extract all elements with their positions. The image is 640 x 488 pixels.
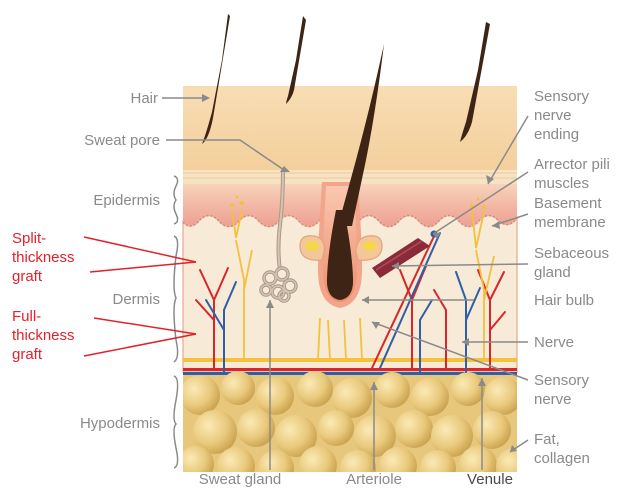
label-hypodermis: Hypodermis — [80, 415, 160, 432]
svg-text:gland: gland — [534, 264, 571, 281]
label-epidermis: Epidermis — [93, 192, 160, 209]
label-nerve: Nerve — [534, 334, 574, 351]
label-sebaceous-gland: Sebaceous gland — [534, 245, 609, 281]
svg-text:Sensory: Sensory — [534, 372, 590, 389]
svg-text:thickness: thickness — [12, 249, 75, 266]
svg-text:graft: graft — [12, 268, 43, 285]
svg-text:Sebaceous: Sebaceous — [534, 245, 609, 262]
svg-text:collagen: collagen — [534, 450, 590, 467]
label-hair-bulb: Hair bulb — [534, 292, 594, 309]
label-dermis: Dermis — [113, 291, 161, 308]
label-split-thickness-graft: Split- thickness graft — [12, 230, 75, 285]
label-sensory-nerve-ending: Sensory nerve ending — [534, 88, 590, 143]
label-arteriole: Arteriole — [346, 471, 402, 488]
svg-text:Full-: Full- — [12, 308, 41, 325]
label-full-thickness-graft: Full- thickness graft — [12, 308, 75, 363]
label-sweat-pore: Sweat pore — [84, 132, 160, 149]
svg-text:Arrector pili: Arrector pili — [534, 156, 610, 173]
svg-text:nerve: nerve — [534, 391, 572, 408]
label-arrector-pili-muscles: Arrector pili muscles — [534, 156, 610, 192]
svg-text:membrane: membrane — [534, 214, 606, 231]
svg-text:Basement: Basement — [534, 195, 602, 212]
svg-text:nerve: nerve — [534, 107, 572, 124]
label-hair: Hair — [130, 90, 158, 107]
stratum-corneum — [183, 170, 517, 184]
label-sensory-nerve: Sensory nerve — [534, 372, 590, 408]
label-sweat-gland: Sweat gland — [199, 471, 282, 488]
svg-text:muscles: muscles — [534, 175, 589, 192]
svg-text:thickness: thickness — [12, 327, 75, 344]
label-venule: Venule — [467, 471, 513, 488]
svg-text:Split-: Split- — [12, 230, 46, 247]
svg-text:Sensory: Sensory — [534, 88, 590, 105]
svg-text:ending: ending — [534, 126, 579, 143]
svg-text:graft: graft — [12, 346, 43, 363]
label-fat-collagen: Fat, collagen — [534, 431, 590, 467]
label-basement-membrane: Basement membrane — [534, 195, 606, 231]
svg-text:Fat,: Fat, — [534, 431, 560, 448]
